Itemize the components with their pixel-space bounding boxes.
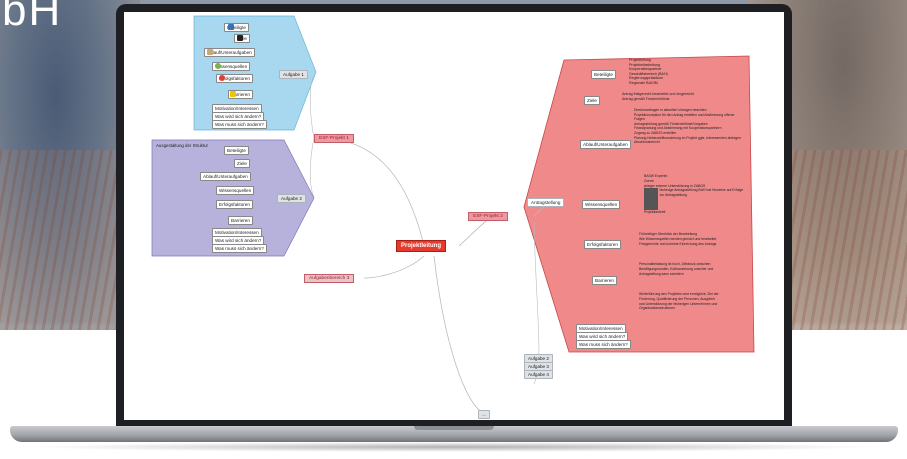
- note: Abschlussbericht: [634, 140, 660, 145]
- note: Personalbelastung ist hoch, Zeitdruck zw…: [639, 262, 714, 276]
- link-esf2-auftrag: [533, 206, 545, 217]
- laptop-notch: [414, 426, 494, 430]
- task1-wissen[interactable]: Wissensquellen: [212, 62, 251, 71]
- note: Zuerst: [644, 178, 654, 183]
- note: Finanzplanung und Abstimmung mit Koopera…: [634, 126, 722, 131]
- note: Geschäftsbereich (BAH): [629, 71, 668, 76]
- link-center-esf1: [323, 137, 425, 247]
- note: Frühzeitiger Überblick der Bearbeitung: [639, 232, 698, 236]
- note: Antrag gemäß Förderrichtlinie: [622, 96, 670, 101]
- more-task-4[interactable]: Aufgabe 4: [524, 370, 553, 379]
- note: Projektmitarbeitung: [629, 62, 660, 67]
- note: Antrag fristgerecht bearbeitet und einge…: [622, 92, 694, 96]
- link-center-esf2: [458, 217, 491, 247]
- note: Planung Nebenzielfinanzierung im Projekt…: [634, 135, 742, 140]
- document-thumbnail: [644, 188, 658, 211]
- task2-muss[interactable]: Was muss sich ändern?: [212, 244, 267, 253]
- note: jetziger externe Unterstützung in ZABOS: [644, 183, 706, 188]
- ablauf-notes: Direktoranfragen in aktuellen Vorlagen b…: [634, 108, 744, 145]
- task2-ziele[interactable]: Ziele: [234, 159, 250, 168]
- note: Projektkonzeption für den Antrag erstell…: [634, 112, 735, 122]
- auftrag-beteiligte[interactable]: Beteiligte: [591, 70, 616, 79]
- task2-barrieren[interactable]: Barrieren: [228, 216, 253, 225]
- auftrag-panel-shape: [523, 55, 755, 353]
- beteiligte-notes: Projektleitung Projektmitarbeitung Koope…: [629, 58, 668, 86]
- ziele-notes: Antrag fristgerecht bearbeitet und einge…: [622, 92, 694, 102]
- mindmap-connectors: [151, 15, 755, 415]
- note: Projektleitung: [629, 58, 651, 62]
- note: BASW Expertin: [644, 174, 668, 178]
- task2-label[interactable]: Aufgabe 2: [277, 194, 306, 203]
- task1-muss[interactable]: Was muss sich ändern?: [212, 120, 267, 129]
- auftrag-barrieren[interactable]: Barrieren: [592, 276, 617, 285]
- auftrag-muss[interactable]: Was muss sich ändern?: [576, 340, 631, 349]
- task1-panel-shape: [193, 15, 317, 131]
- project-bereich3[interactable]: Aufgabenbereich 3: [304, 274, 355, 283]
- list-icon: [207, 49, 213, 55]
- task1-beteiligte[interactable]: Beteiligte: [224, 23, 249, 32]
- warning-icon: [230, 91, 236, 97]
- note: Direktoranfragen in aktuellen Vorlagen b…: [634, 108, 707, 112]
- laptop-base: [10, 426, 898, 442]
- task2-beteiligte[interactable]: Beteiligte: [224, 146, 249, 155]
- brand-text: bH: [2, 0, 63, 35]
- auftrag-ablauf[interactable]: Ablauf/Unteraufgaben: [580, 140, 631, 149]
- project-more[interactable]: ...: [478, 410, 490, 419]
- note: Zugang zu ZABOS erstellen: [634, 130, 677, 135]
- mindmap-canvas[interactable]: Projektleitung ESF-Projekt 1 ESF-Projekt…: [124, 12, 784, 420]
- task1-erfolg[interactable]: Erfolgsfaktoren: [216, 74, 253, 83]
- barrieren-notes: Personalbelastung ist hoch, Zeitdruck zw…: [639, 262, 719, 276]
- task1-label[interactable]: Aufgabe 1: [279, 70, 308, 79]
- center-node[interactable]: Projektleitung: [396, 240, 447, 252]
- note: Wie Wissensquellen werden genutzt und be…: [639, 236, 717, 241]
- note: Kooperationspartner: [629, 67, 662, 72]
- note: Fristgerechte und korrekte Einreichung d…: [639, 241, 717, 246]
- erfolg-notes: Frühzeitiger Überblick der Bearbeitung W…: [639, 232, 744, 246]
- link-center-bereich3: [363, 255, 425, 279]
- project-esf1[interactable]: ESF-Projekt 1: [314, 134, 354, 143]
- link-center-more: [433, 255, 485, 415]
- link-esf1-task2: [309, 137, 315, 198]
- wissen-notes: BASW Expertin Zuerst jetziger externe Un…: [644, 174, 744, 215]
- auftrag-erfolg[interactable]: Erfolgsfaktoren: [584, 240, 621, 249]
- laptop-shadow: [30, 442, 878, 452]
- task2-note: Ausgestaltung der Struktur: [156, 143, 208, 148]
- note: Projektlaufzeit: [644, 210, 666, 215]
- task2-wissen[interactable]: Wissensquellen: [216, 186, 255, 195]
- task1-barrieren[interactable]: Barrieren: [228, 90, 253, 99]
- task2-erfolg[interactable]: Erfolgsfaktoren: [216, 200, 253, 209]
- auftrag-wissen[interactable]: Wissensquellen: [582, 200, 621, 209]
- note: Regionale BAGIM: [629, 80, 658, 85]
- note: Weiterführung des Projektes wird ermögli…: [639, 292, 719, 311]
- target-icon: [219, 75, 225, 81]
- wissen-image-row: bisherige Antragsstellung BAH hat Hinwei…: [644, 188, 744, 211]
- auftrag-ziele[interactable]: Ziele: [584, 96, 600, 105]
- lightbulb-icon: [215, 63, 221, 69]
- task1-ablauf[interactable]: Ablauf/Unteraufgaben: [204, 48, 255, 57]
- flag-icon: [237, 35, 243, 41]
- auftrag-label[interactable]: Antragstellung: [527, 198, 565, 207]
- note: Antragsstellung gemäß Förderrichtlinie/V…: [634, 121, 708, 126]
- task2-panel-shape: [151, 139, 315, 257]
- project-esf2[interactable]: ESF-Projekt 2: [468, 212, 508, 221]
- task2-ablauf[interactable]: Ablauf/Unteraufgaben: [200, 172, 251, 181]
- note: bisherige Antragsstellung BAH hat Hinwei…: [659, 188, 744, 198]
- people-icon: [228, 24, 234, 30]
- motivation-notes: Weiterführung des Projektes wird ermögli…: [639, 292, 719, 311]
- note: Regierungspräsidium: [629, 76, 663, 81]
- link-esf1-task1: [309, 75, 315, 139]
